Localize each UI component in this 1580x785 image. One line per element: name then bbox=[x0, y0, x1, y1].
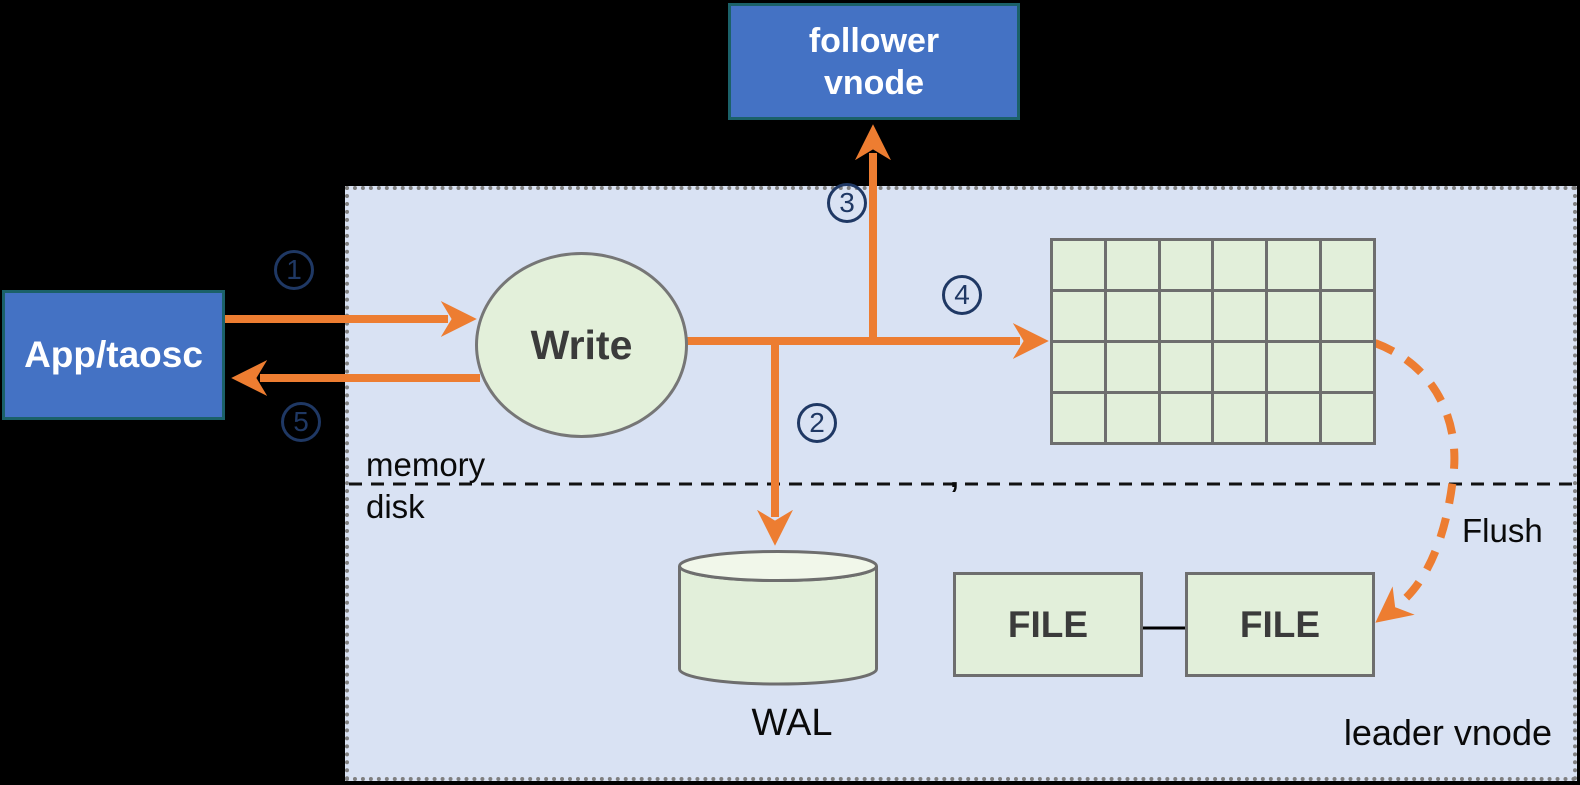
memtable-cell bbox=[1214, 292, 1266, 340]
memtable-cell bbox=[1214, 394, 1266, 442]
memtable-cell bbox=[1322, 394, 1373, 442]
memtable-cell bbox=[1106, 394, 1158, 442]
wal-cylinder bbox=[678, 550, 878, 686]
memory-label: memory bbox=[366, 446, 486, 483]
wal-cylinder-top bbox=[678, 550, 878, 582]
memtable-cell bbox=[1322, 292, 1373, 340]
disk-label: disk bbox=[366, 488, 425, 525]
memtable-cell bbox=[1268, 394, 1320, 442]
memtable-cell bbox=[1268, 343, 1320, 391]
memtable-cell bbox=[1053, 394, 1104, 442]
memtable-cell bbox=[1160, 241, 1212, 289]
step-2-badge: 2 bbox=[797, 403, 837, 443]
memtable-cell bbox=[1214, 343, 1266, 391]
step-3-badge: 3 bbox=[827, 183, 867, 223]
leader-vnode-label: leader vnode bbox=[1343, 712, 1552, 753]
memtable-cell bbox=[1106, 343, 1158, 391]
file-box-2: FILE bbox=[1185, 572, 1375, 677]
step-5-badge: 5 bbox=[281, 402, 321, 442]
file-box-1: FILE bbox=[953, 572, 1143, 677]
app-taosc-box: App/taosc bbox=[2, 290, 225, 420]
write-label: Write bbox=[530, 321, 633, 368]
memtable-grid bbox=[1050, 238, 1376, 445]
memtable-cell bbox=[1053, 241, 1104, 289]
divider-comma-mark: , bbox=[950, 458, 959, 494]
memtable-cell bbox=[1322, 241, 1373, 289]
follower-vnode-label-line2: vnode bbox=[823, 63, 925, 102]
file-box-1-label: FILE bbox=[1007, 603, 1089, 645]
memtable-cell bbox=[1322, 343, 1373, 391]
wal-label: WAL bbox=[751, 702, 833, 744]
memtable-cell bbox=[1160, 343, 1212, 391]
memtable-cell bbox=[1160, 292, 1212, 340]
memtable-cell bbox=[1106, 241, 1158, 289]
memtable-cell bbox=[1268, 241, 1320, 289]
app-taosc-label: App/taosc bbox=[24, 334, 203, 375]
write-process-circle: Write bbox=[475, 252, 688, 438]
memtable-cell bbox=[1268, 292, 1320, 340]
step-1-badge: 1 bbox=[274, 250, 314, 290]
memtable-cell bbox=[1106, 292, 1158, 340]
wal-cylinder-body bbox=[678, 565, 878, 686]
memtable-cell bbox=[1053, 343, 1104, 391]
follower-vnode-label-line1: follower bbox=[808, 21, 940, 60]
memtable-cell bbox=[1160, 394, 1212, 442]
memtable-cell bbox=[1214, 241, 1266, 289]
file-box-2-label: FILE bbox=[1239, 603, 1321, 645]
step-4-badge: 4 bbox=[942, 275, 982, 315]
flush-label: Flush bbox=[1462, 512, 1543, 549]
follower-vnode-box: follower vnode bbox=[728, 3, 1020, 120]
memtable-cell bbox=[1053, 292, 1104, 340]
